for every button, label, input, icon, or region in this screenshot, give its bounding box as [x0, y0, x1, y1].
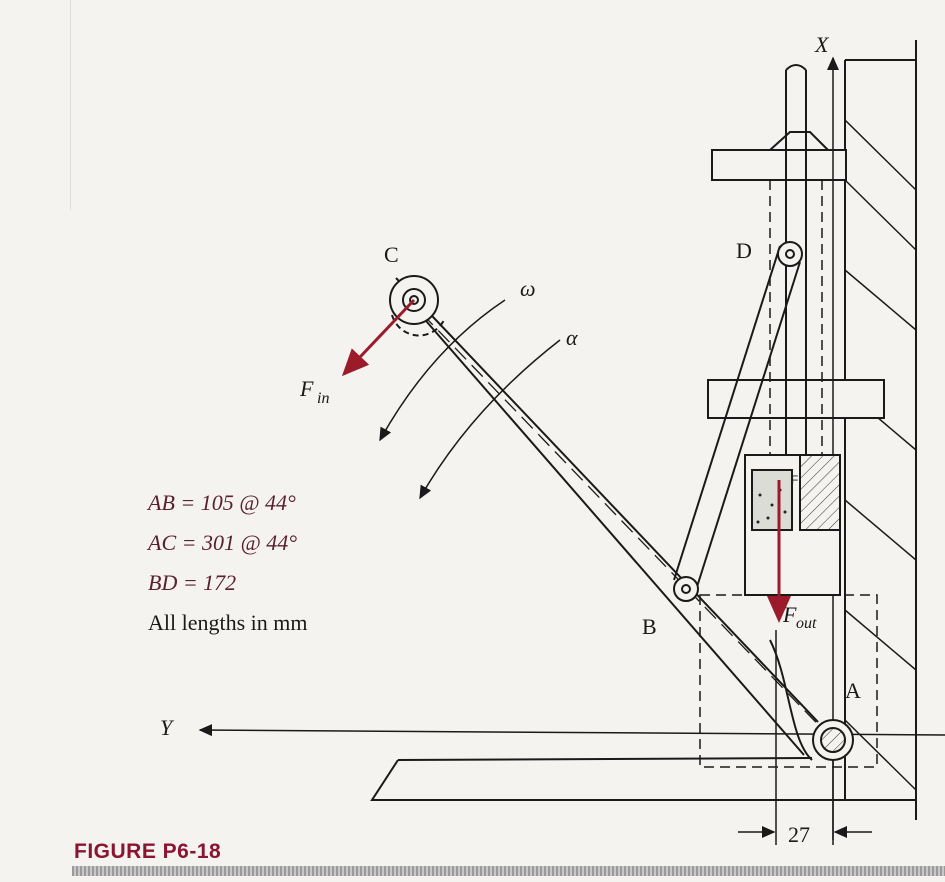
upper-crosshead	[711, 131, 847, 181]
dimension-27-label: 27	[788, 822, 810, 847]
frame	[844, 40, 917, 820]
note-bd: BD = 172	[148, 570, 237, 595]
alpha-label: α	[566, 325, 578, 350]
dimension-27	[738, 630, 872, 845]
omega-arc	[379, 299, 506, 442]
dashed-guide	[699, 180, 878, 768]
note-units: All lengths in mm	[148, 610, 308, 635]
point-d-label: D	[736, 238, 752, 263]
force-in-label: F	[299, 376, 314, 401]
omega-label: ω	[520, 276, 536, 301]
note-ac: AC = 301 @ 44°	[148, 530, 297, 555]
point-c-label: C	[384, 242, 399, 267]
link-ac	[395, 277, 834, 756]
alpha-arc	[419, 339, 561, 500]
force-out-label: F	[782, 602, 797, 627]
pin-c	[389, 275, 445, 337]
title-rule	[72, 866, 945, 876]
force-in-arrow	[341, 298, 416, 377]
point-a-label: A	[845, 678, 861, 703]
bleed-text	[0, 0, 71, 210]
force-out-subscript: out	[796, 615, 817, 632]
plunger-rod	[785, 64, 807, 470]
base-plate	[370, 757, 917, 820]
die-block	[744, 454, 841, 596]
force-in-subscript: in	[317, 390, 329, 407]
pin-a	[812, 719, 854, 761]
pin-d	[777, 241, 803, 267]
axis-y-label: Y	[160, 715, 175, 740]
note-ab: AB = 105 @ 44°	[148, 490, 296, 515]
axis-x-label: X	[814, 32, 830, 57]
link-bd	[673, 245, 801, 591]
point-b-label: B	[642, 614, 657, 639]
figure-title: FIGURE P6-18	[74, 840, 222, 863]
block-f-label: F	[791, 473, 798, 487]
lower-crosshead	[707, 379, 885, 419]
pin-b	[673, 576, 699, 602]
